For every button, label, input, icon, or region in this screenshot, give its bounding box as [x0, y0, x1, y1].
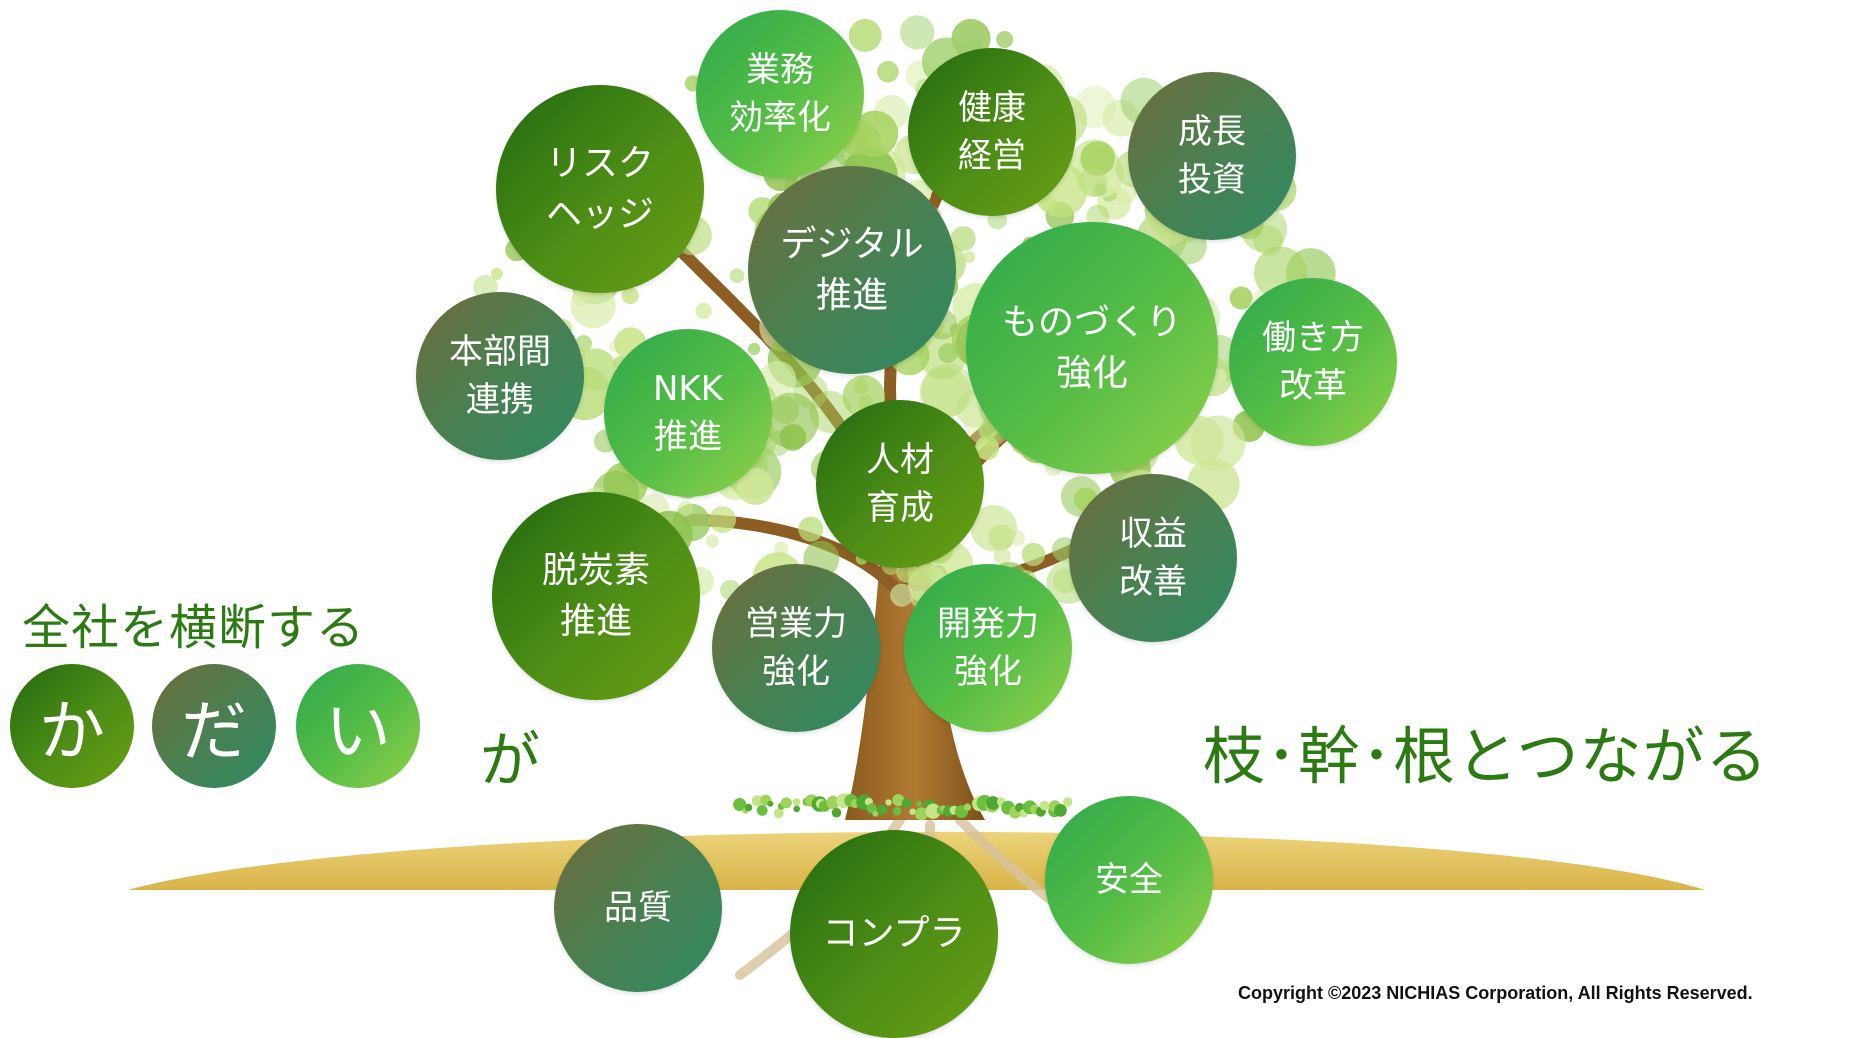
foliage-dot [974, 435, 1000, 461]
foliage-dot [798, 516, 824, 542]
grass-dot [773, 808, 784, 819]
branch-node-label: 人材 育成 [866, 439, 934, 528]
grass-dot [1063, 797, 1073, 807]
branch-node-label: NKK 推進 [652, 368, 724, 457]
foliage-dot [621, 287, 639, 305]
branch-node-kenko: 健康 経営 [908, 48, 1076, 216]
branch-node-label: 成長 投資 [1178, 111, 1246, 200]
branch-node-shueki: 収益 改善 [1069, 474, 1237, 642]
branch-node-digital: デジタル 推進 [748, 166, 956, 374]
foliage-dot [970, 505, 1018, 552]
branch-node-label: 開発力 強化 [937, 603, 1039, 692]
branch-node-label: ものづくり 強化 [1001, 301, 1182, 394]
grass-dot [963, 803, 972, 811]
grass-dot [1039, 800, 1050, 811]
grass-dot [892, 794, 905, 807]
grass-dot [872, 810, 879, 817]
root-node-label: 品質 [604, 887, 672, 928]
branch-node-kaihatsu: 開発力 強化 [904, 564, 1072, 732]
branch-node-label: 働き方 改革 [1262, 317, 1364, 406]
kadai-i: い [296, 664, 420, 788]
grass-dot [1054, 804, 1067, 817]
grass-dot [793, 805, 800, 813]
grass-dot [780, 797, 792, 809]
foliage-dot [938, 343, 958, 363]
foliage-dot [747, 342, 761, 356]
grass-dot [986, 796, 1000, 810]
foliage-dot [993, 547, 1011, 565]
grass-dot [866, 803, 877, 814]
foliage-dot [996, 31, 1014, 48]
grass-dot [909, 808, 916, 815]
foliage-dot [950, 226, 976, 252]
grass-dot [901, 798, 912, 808]
foliage-dot [1080, 141, 1115, 176]
foliage-dot [963, 251, 975, 264]
kadai-da: だ [152, 664, 276, 788]
root-node-label: 安全 [1095, 859, 1163, 900]
tagline: 枝･幹･根とつながる [1203, 720, 1769, 793]
branch-node-datsutanso: 脱炭素 推進 [492, 492, 700, 700]
branch-node-seicho: 成長 投資 [1128, 72, 1296, 240]
headline: 全社を横断する [22, 600, 366, 656]
grass-dot [826, 795, 840, 810]
foliage-dot [890, 583, 914, 607]
kadai-ka: か [10, 664, 134, 788]
branch-node-label: 収益 改善 [1119, 513, 1187, 602]
copyright-text: Copyright ©2023 NICHIAS Corporation, All… [1238, 983, 1753, 1003]
root-node-compliance: コンプラ [790, 830, 998, 1038]
branch-node-jinzai: 人材 育成 [816, 400, 984, 568]
branch-node-eigyo: 営業力 強化 [712, 564, 880, 732]
root-node-anzen: 安全 [1045, 796, 1213, 964]
grass-dot [756, 805, 768, 816]
grass-dot [877, 804, 888, 816]
branch-node-hataraki: 働き方 改革 [1229, 278, 1397, 446]
foliage-dot [695, 302, 712, 320]
grass-dot [885, 799, 892, 806]
branch-node-label: 営業力 強化 [745, 603, 847, 692]
grass-dot [915, 800, 922, 808]
branch-node-gyomu: 業務 効率化 [696, 10, 864, 178]
foliage-dot [919, 367, 971, 418]
grass-band [733, 793, 1073, 821]
branch-node-monozukuri: ものづくり 強化 [966, 222, 1218, 474]
foliage-dot [736, 468, 774, 505]
grass-dot [733, 798, 747, 811]
grass-dot [751, 795, 763, 807]
foliage-dot [1229, 286, 1253, 310]
branch-node-label: 本部間 連携 [449, 331, 551, 420]
grass-dot [831, 807, 842, 818]
foliage-dot [763, 392, 819, 449]
branch-node-label: リスク ヘッジ [545, 142, 654, 235]
root-node-label: コンプラ [822, 913, 966, 955]
foliage-dot [729, 268, 745, 284]
branch-node-label: 脱炭素 推進 [541, 549, 650, 642]
branch-node-risk: リスク ヘッジ [496, 85, 704, 293]
grass-dot [744, 803, 753, 812]
grass-dot [792, 798, 801, 806]
branch-node-label: 業務 効率化 [729, 49, 831, 138]
branch-node-label: デジタル 推進 [780, 223, 924, 316]
grass-dot [892, 806, 902, 816]
root-node-hinshitsu: 品質 [554, 824, 722, 992]
foliage-dot [709, 506, 736, 534]
foliage-dot [491, 267, 503, 280]
foliage-dot [848, 18, 882, 52]
grass-dot [767, 800, 774, 807]
foliage-dot [877, 60, 899, 83]
foliage-dot [677, 500, 694, 517]
grass-dot [915, 807, 929, 821]
foliage-dot [1190, 415, 1246, 471]
foliage-dot [899, 15, 935, 50]
branch-node-nkk: NKK 推進 [604, 329, 772, 497]
foliage-dot [705, 534, 719, 548]
branch-node-label: 健康 経営 [958, 87, 1026, 176]
branch-node-honbu: 本部間 連携 [416, 292, 584, 460]
foliage-dot [570, 282, 616, 329]
grass-dot [925, 803, 941, 819]
particle-ga: が [480, 726, 540, 796]
foliage-dot [1021, 542, 1046, 567]
